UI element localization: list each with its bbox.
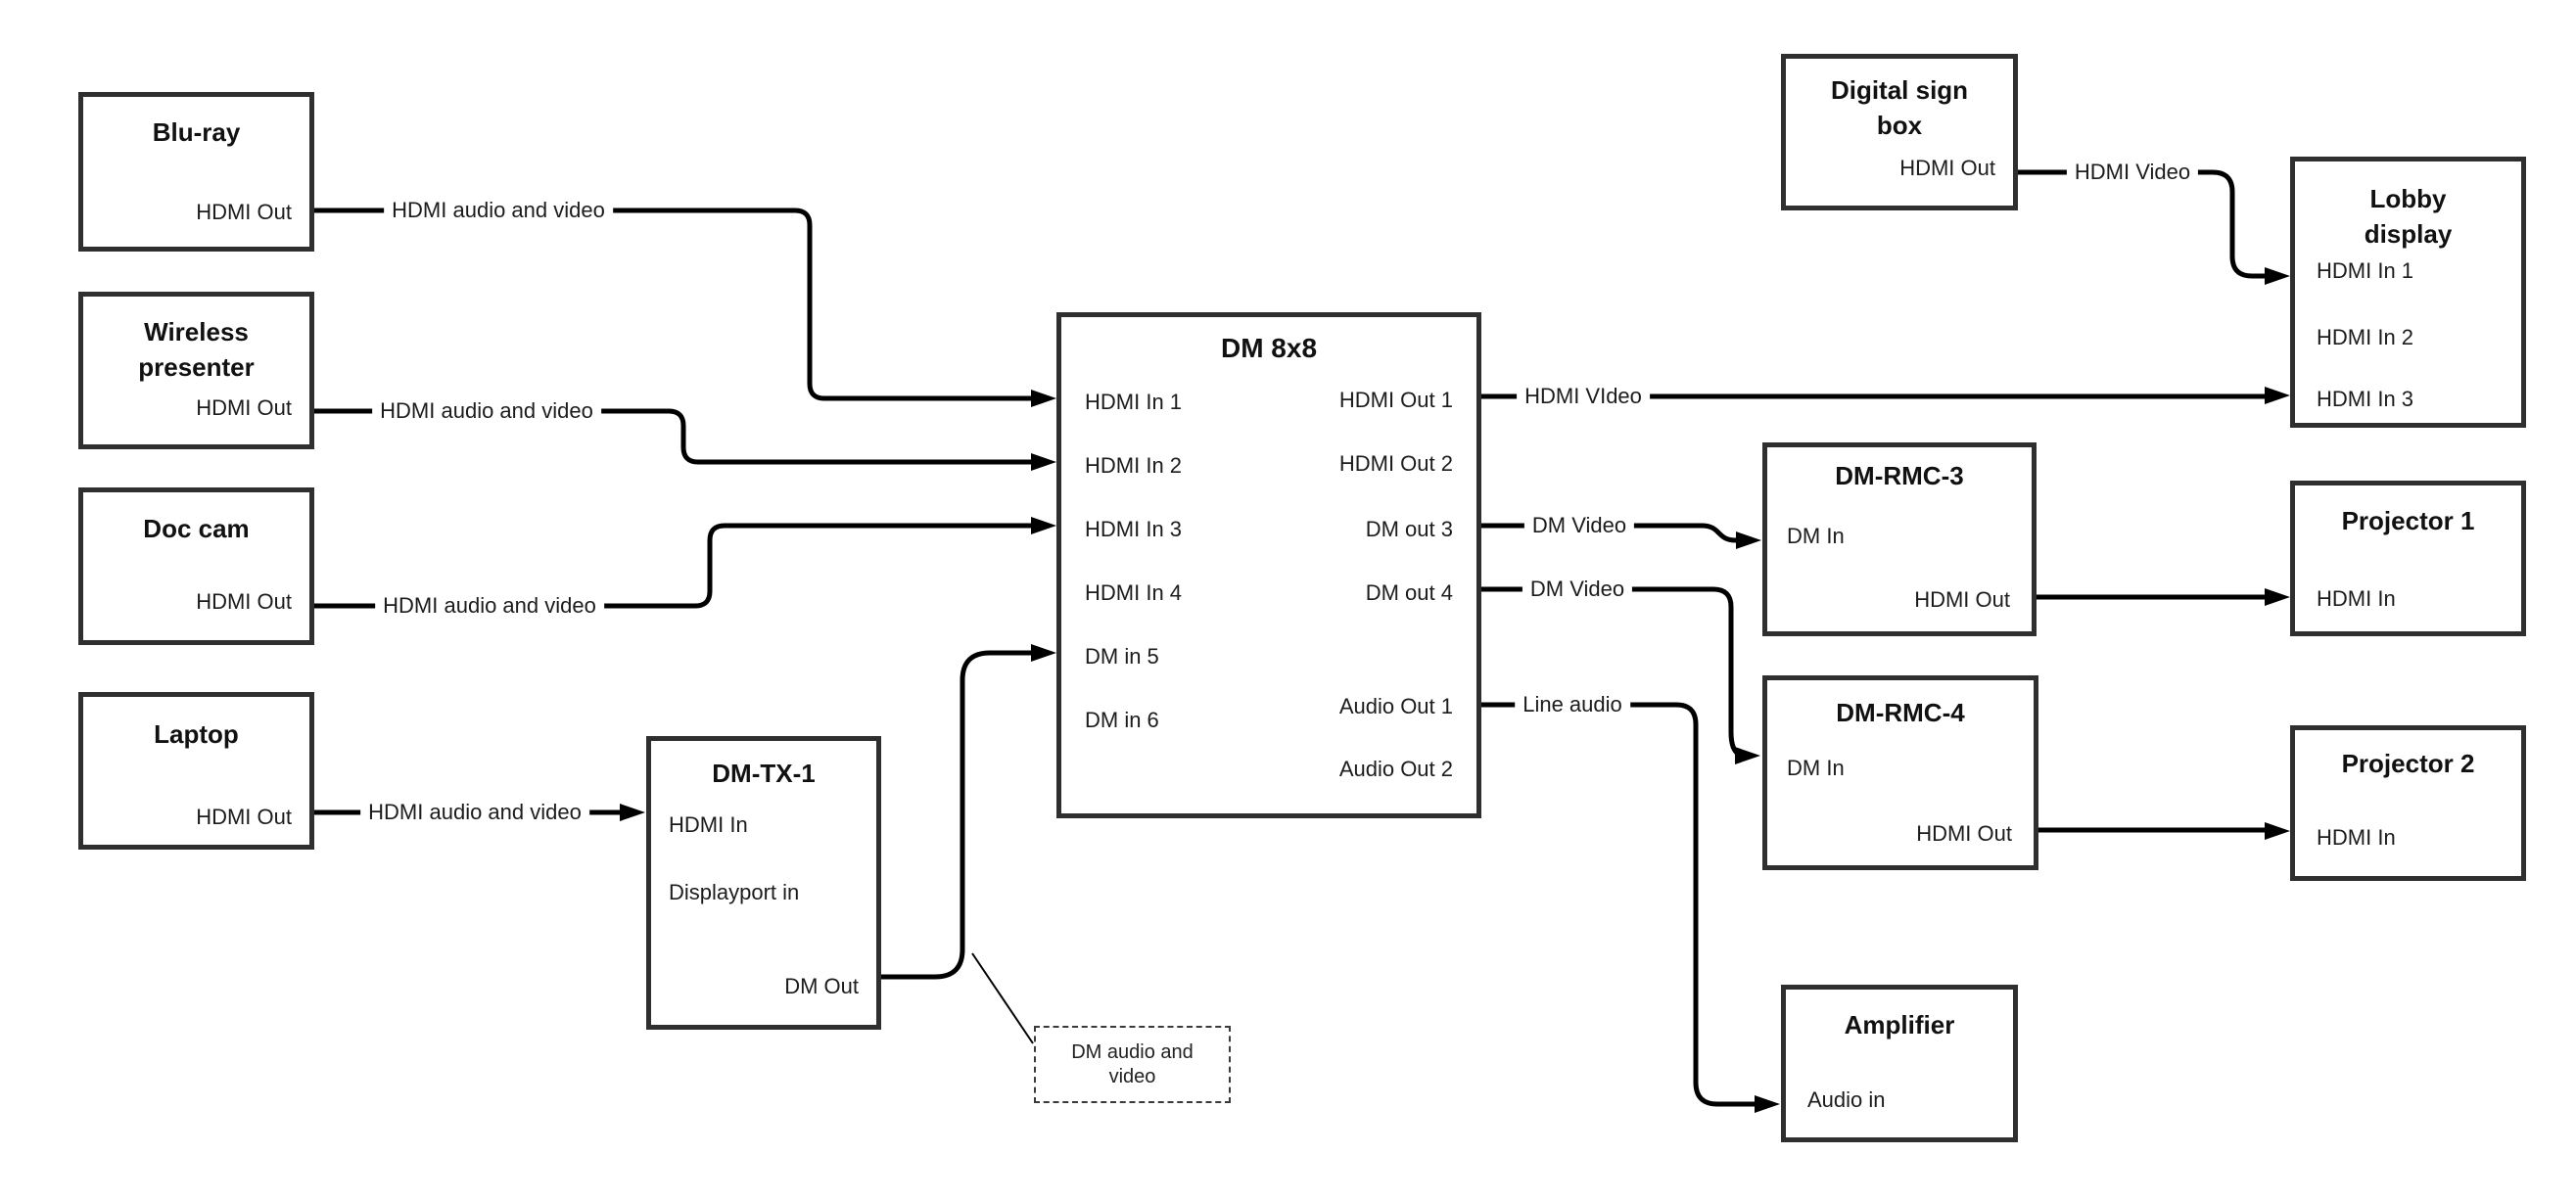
- wire-label-laptop: HDMI audio and video: [360, 800, 589, 825]
- node-projector1-box[interactable]: Projector 1 HDMI In: [2290, 481, 2526, 636]
- callout-pointer-line: [971, 952, 1034, 1044]
- node-dm8x8-box[interactable]: DM 8x8 HDMI In 1 HDMI In 2 HDMI In 3 HDM…: [1056, 312, 1481, 818]
- wire-digitalsign-to-lobby-in1[interactable]: [2018, 169, 2270, 279]
- node-digital-sign-box[interactable]: Digital sign box HDMI Out: [1781, 54, 2018, 210]
- node-dm8x8-port-dm-out-3: DM out 3: [1365, 517, 1453, 541]
- wire-doccam-to-dm8x8-in3[interactable]: [314, 523, 1036, 609]
- wire-label-bluray: HDMI audio and video: [384, 198, 613, 223]
- node-dm8x8-port-hdmi-in-1: HDMI In 1: [1085, 390, 1183, 414]
- node-dmtx1-title: DM-TX-1: [712, 759, 816, 788]
- wire-wireless-to-dm8x8-in2[interactable]: [314, 408, 1036, 465]
- node-projector1-title: Projector 1: [2341, 506, 2475, 535]
- node-rmc3-title: DM-RMC-3: [1835, 461, 1964, 490]
- node-doccam-box[interactable]: Doc cam HDMI Out: [78, 487, 314, 645]
- wire-bluray-to-dm8x8-in1[interactable]: [314, 208, 1036, 401]
- node-digital-sign-port-hdmi-out: HDMI Out: [1899, 156, 1995, 180]
- node-dm8x8-port-audio-out-2: Audio Out 2: [1338, 757, 1453, 781]
- node-dmtx1-port-dm-out: DM Out: [784, 974, 859, 998]
- node-projector1-port-hdmi-in: HDMI In: [2317, 586, 2396, 611]
- node-rmc4-box[interactable]: DM-RMC-4 DM In HDMI Out: [1762, 675, 2038, 870]
- node-digital-sign-title: Digital sign box: [1830, 75, 1969, 140]
- node-dm8x8-port-hdmi-in-4: HDMI In 4: [1085, 580, 1183, 605]
- node-bluray-title: Blu-ray: [152, 117, 241, 147]
- node-dm8x8-port-hdmi-in-2: HDMI In 2: [1085, 453, 1183, 478]
- arrowhead-rmc3-dm-in: [1736, 531, 1761, 549]
- arrowhead-proj1-hdmi-in: [2265, 588, 2290, 606]
- arrowhead-lobby-in3: [2265, 387, 2290, 404]
- node-lobby-display-box[interactable]: Lobby display HDMI In 1 HDMI In 2 HDMI I…: [2290, 157, 2526, 428]
- node-doccam-title: Doc cam: [143, 514, 250, 543]
- arrowhead-dmtx1-hdmi-in: [620, 804, 645, 821]
- node-dmtx1-port-hdmi-in: HDMI In: [669, 812, 748, 837]
- arrowhead-proj2-hdmi-in: [2265, 822, 2290, 840]
- node-laptop-box[interactable]: Laptop HDMI Out: [78, 692, 314, 850]
- arrowhead-dm8x8-in2: [1031, 453, 1056, 471]
- node-rmc4-title: DM-RMC-4: [1836, 698, 1965, 727]
- node-rmc3-port-dm-in: DM In: [1787, 524, 1845, 548]
- wire-dmtx1-to-dm8x8-in5[interactable]: [881, 650, 1036, 980]
- node-doccam-port-hdmi-out: HDMI Out: [196, 589, 292, 614]
- node-dmtx1-port-displayport-in: Displayport in: [669, 880, 800, 904]
- node-wireless-presenter-title: Wireless presenter: [138, 317, 255, 382]
- node-dm8x8-port-dm-in-6: DM in 6: [1085, 708, 1159, 732]
- callout-text-line1: DM audio and: [1071, 1041, 1194, 1063]
- node-dmtx1-box[interactable]: DM-TX-1 HDMI In Displayport in DM Out: [646, 736, 881, 1030]
- node-dm8x8-port-dm-in-5: DM in 5: [1085, 644, 1159, 669]
- arrowhead-dm8x8-in1: [1031, 390, 1056, 407]
- wire-dm8x8-out4-to-rmc4[interactable]: [1481, 586, 1744, 759]
- node-dm8x8-title: DM 8x8: [1220, 333, 1318, 363]
- wire-dm8x8-audio1-to-amplifier[interactable]: [1481, 702, 1759, 1107]
- wire-label-dm-out-3: DM Video: [1523, 513, 1635, 538]
- arrowhead-rmc4-dm-in: [1735, 747, 1760, 764]
- node-lobby-display-title: Lobby display: [2364, 184, 2453, 249]
- node-dm8x8-port-dm-out-4: DM out 4: [1365, 580, 1453, 605]
- node-amplifier-title: Amplifier: [1844, 1010, 1955, 1039]
- node-lobby-port-hdmi-in-3: HDMI In 3: [2317, 387, 2414, 411]
- node-rmc3-port-hdmi-out: HDMI Out: [1914, 587, 2010, 612]
- node-dm8x8-port-hdmi-in-3: HDMI In 3: [1085, 517, 1183, 541]
- node-lobby-port-hdmi-in-2: HDMI In 2: [2317, 325, 2414, 349]
- arrowhead-dm8x8-in3: [1031, 517, 1056, 534]
- callout-box[interactable]: DM audio and video: [1034, 1026, 1231, 1103]
- node-laptop-port-hdmi-out: HDMI Out: [196, 805, 292, 829]
- node-dm8x8-port-hdmi-out-1: HDMI Out 1: [1338, 388, 1453, 412]
- node-bluray-port-hdmi-out: HDMI Out: [196, 200, 292, 224]
- callout-text-line2: video: [1108, 1066, 1156, 1087]
- arrowhead-amplifier-audio-in: [1755, 1095, 1780, 1113]
- wire-label-hdmi-out-1: HDMI VIdeo: [1517, 384, 1650, 409]
- node-wireless-presenter-box[interactable]: Wireless presenter HDMI Out: [78, 292, 314, 449]
- node-rmc4-port-dm-in: DM In: [1787, 756, 1845, 780]
- node-projector2-title: Projector 2: [2341, 749, 2475, 778]
- node-amplifier-port-audio-in: Audio in: [1807, 1087, 1886, 1112]
- node-bluray-box[interactable]: Blu-ray HDMI Out: [78, 92, 314, 252]
- node-projector2-port-hdmi-in: HDMI In: [2317, 825, 2396, 850]
- node-rmc3-box[interactable]: DM-RMC-3 DM In HDMI Out: [1762, 442, 2037, 636]
- wire-dm8x8-out3-to-rmc3[interactable]: [1481, 523, 1741, 543]
- wire-label-wireless: HDMI audio and video: [372, 398, 601, 424]
- node-amplifier-box[interactable]: Amplifier Audio in: [1781, 985, 2018, 1142]
- node-projector2-box[interactable]: Projector 2 HDMI In: [2290, 725, 2526, 881]
- node-wireless-presenter-port-hdmi-out: HDMI Out: [196, 395, 292, 420]
- node-laptop-title: Laptop: [154, 719, 239, 749]
- node-dm8x8-port-hdmi-out-2: HDMI Out 2: [1338, 451, 1453, 476]
- wire-label-doccam: HDMI audio and video: [375, 593, 604, 619]
- node-dm8x8-port-audio-out-1: Audio Out 1: [1338, 694, 1453, 718]
- node-rmc4-port-hdmi-out: HDMI Out: [1916, 821, 2012, 846]
- arrowhead-lobby-in1: [2265, 267, 2290, 285]
- wire-label-digital-sign: HDMI Video: [2066, 160, 2199, 185]
- wire-label-audio-out-1: Line audio: [1515, 692, 1630, 717]
- wire-label-dm-out-4: DM Video: [1522, 577, 1633, 602]
- arrowhead-dm8x8-in5: [1031, 644, 1056, 662]
- node-lobby-port-hdmi-in-1: HDMI In 1: [2317, 258, 2414, 283]
